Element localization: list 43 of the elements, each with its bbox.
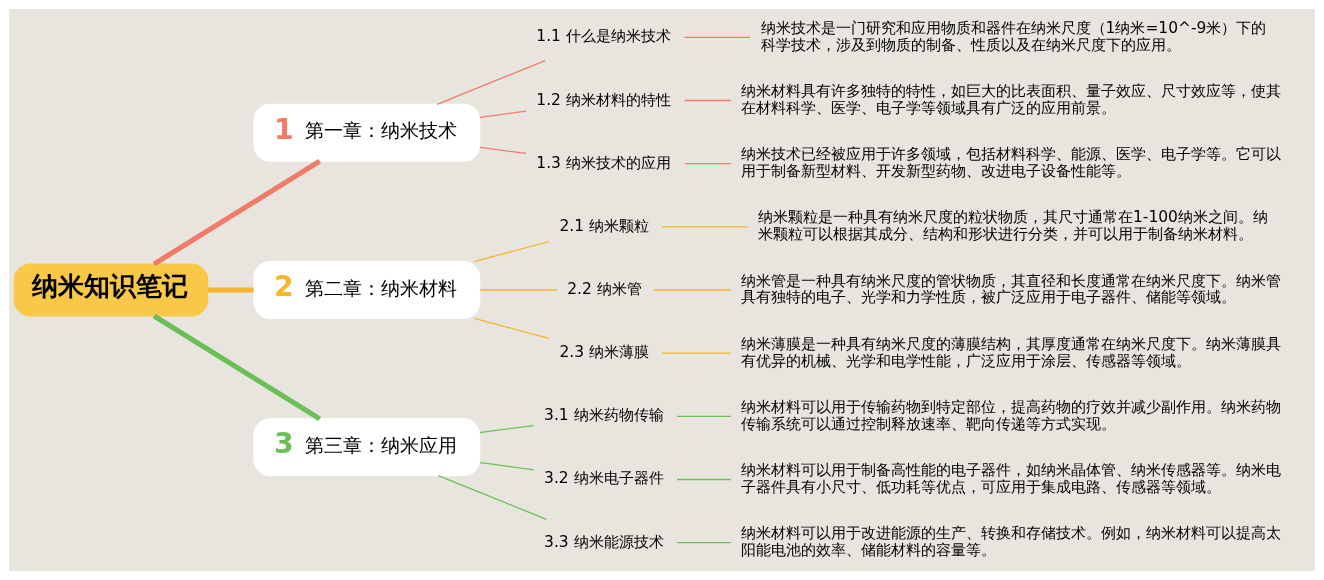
node-text: 纳米技术是一门研究和应用物质和器件在纳米尺度（1纳米=10^-9米）下的科学技术，涉及到物质的制备、性质以及在纳米尺度下的应用。 — [760, 18, 1267, 54]
node-text: 纳米技术已经被应用于许多领域，包括材料科学、能源、医学、电子学等。它可以用于制备新型材料、开发新型药物、改进电子设备性能等。 — [741, 145, 1282, 181]
node-text: 3.2 纳米电子器件 — [544, 469, 664, 488]
node-text: 1.3 纳米技术的应用 — [536, 153, 671, 172]
connector — [661, 226, 749, 228]
node-text: 3.3 纳米能源技术 — [544, 532, 664, 551]
connector — [684, 99, 732, 102]
connector — [152, 158, 322, 267]
connector — [152, 313, 322, 422]
connector — [437, 474, 548, 520]
connector — [479, 110, 527, 119]
connector — [479, 424, 535, 434]
node-text: 纳米颗粒是一种具有纳米尺度的粒状物质，其尺寸通常在1-100纳米之间。纳米颗粒可以根据其成分、结构和形状进行分类，并可以用于制备纳米材料。 — [758, 208, 1268, 244]
connector — [479, 146, 527, 155]
node-text: 2.2 纳米管 — [567, 280, 642, 298]
node-text: 2.1 纳米颗粒 — [559, 216, 650, 235]
node-text: 2.3 纳米薄膜 — [559, 343, 650, 362]
node-text: 纳米材料可以用于制备高性能的电子器件，如纳米晶体管、纳米传感器等。纳米电子器件具有小尺寸、低功耗等优点，可应用于集成电路、传感器等领域。 — [741, 461, 1282, 496]
connector — [473, 317, 550, 339]
node-text: 纳米管是一种具有纳米尺度的管状物质，其直径和长度通常在纳米尺度下。纳米管具有独特的电子、光学和力学性质，被广泛应用于电子器件、储能等领域。 — [741, 271, 1282, 307]
connector — [653, 289, 732, 291]
connector — [479, 461, 535, 471]
connector — [473, 241, 550, 263]
node-text: 纳米薄膜是一种具有纳米尺度的薄膜结构，其厚度通常在纳米尺度下。纳米薄膜具有优异的机械、光学和电学性能，广泛应用于涂层、传感器等领域。 — [741, 334, 1282, 370]
connector — [676, 415, 732, 417]
connector — [684, 36, 751, 38]
connector — [207, 287, 254, 293]
connector — [676, 478, 732, 481]
connector — [676, 542, 732, 544]
node-text: 1.2 纳米材料的特性 — [536, 90, 671, 109]
node-text: 纳米材料具有许多独特的特性，如巨大的比表面积、量子效应、尺寸效应等，使其在材料科学、医学、电子学等领域具有广泛的应用前景。 — [741, 82, 1282, 117]
connector — [684, 163, 732, 165]
connector — [479, 289, 558, 291]
node-box: 1 第一章：纳米技术 — [253, 103, 481, 162]
node-box: 纳米知识笔记 — [13, 263, 209, 317]
node-text: 1.1 什么是纳米技术 — [536, 27, 671, 46]
connector — [436, 59, 546, 105]
node-text: 3.1 纳米药物传输 — [544, 406, 664, 425]
node-box: 3 第三章：纳米应用 — [253, 418, 481, 477]
connector — [661, 352, 732, 354]
node-text: 纳米材料可以用于改进能源的生产、转换和存储技术。例如，纳米材料可以提高太阳能电池的效率、储能材料的容量等。 — [741, 524, 1282, 560]
node-box: 2 第二章：纳米材料 — [253, 261, 481, 319]
node-text: 纳米材料可以用于传输药物到特定部位，提高药物的疗效并减少副作用。纳米药物传输系统可以通过控制释放速率、靶向传递等方式实现。 — [741, 397, 1282, 433]
